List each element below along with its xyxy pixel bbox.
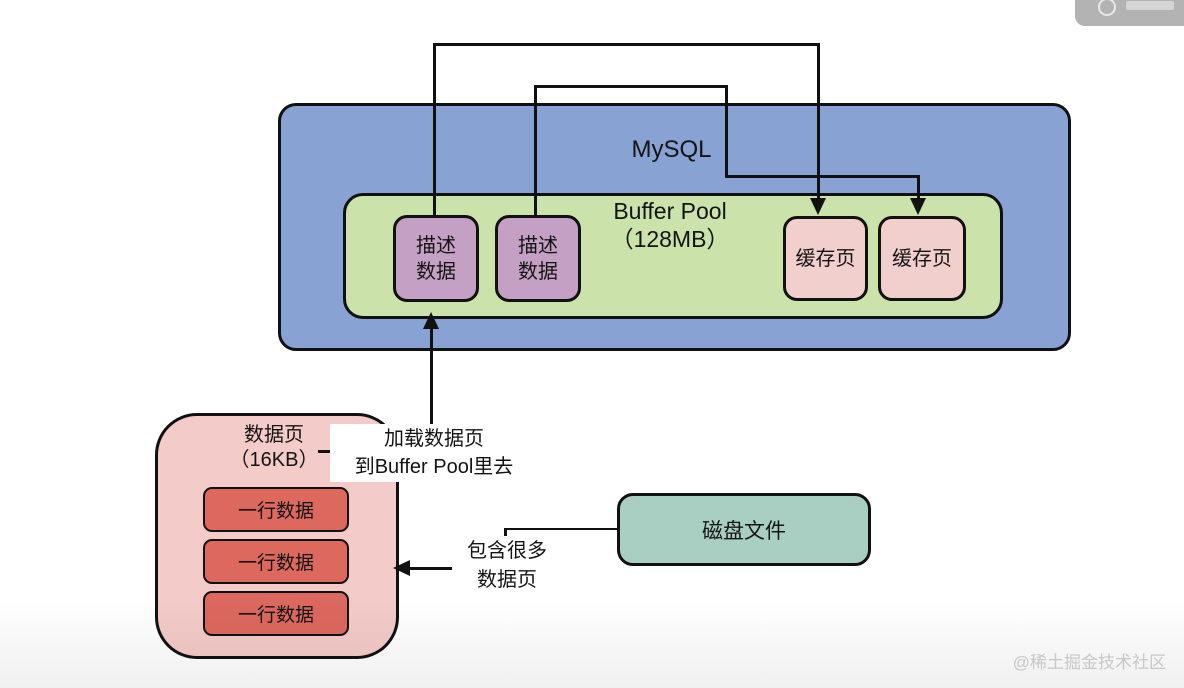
- watermark-text: @稀土掘金技术社区: [1012, 653, 1166, 672]
- cache-page-block-1: 缓存页: [783, 216, 868, 301]
- connector-disk-across1: [505, 527, 617, 530]
- data-row-1: 一行数据: [203, 487, 349, 532]
- label-contains-many-pages: 包含很多 数据页: [452, 536, 562, 596]
- mysql-title: MySQL: [631, 136, 712, 163]
- connector-describe1-down: [817, 43, 820, 200]
- connector-disk-across2: [397, 567, 505, 570]
- arrowhead-into-cache1: [810, 198, 826, 215]
- top-right-badge: [1075, 0, 1184, 26]
- arrowhead-into-data-page: [393, 560, 410, 576]
- connector-describe2-down1: [725, 85, 728, 177]
- data-page-title: 数据页 （16KB）: [229, 424, 319, 471]
- connector-describe2-across2: [725, 175, 919, 178]
- connector-load-vertical: [430, 327, 433, 424]
- arrowhead-into-buffer-pool: [423, 312, 439, 329]
- connector-describe2-down2: [917, 175, 920, 200]
- dash-under-data-page-title: [318, 450, 333, 453]
- connector-describe1-across: [433, 43, 819, 46]
- arrowhead-into-cache2: [910, 198, 926, 215]
- data-row-2: 一行数据: [203, 539, 349, 584]
- connector-describe2-up: [534, 85, 537, 215]
- connector-describe1-up: [433, 43, 436, 215]
- describe-data-block-1: 描述 数据: [393, 215, 479, 302]
- data-row-3: 一行数据: [203, 591, 349, 636]
- describe-data-block-2: 描述 数据: [495, 215, 581, 302]
- label-load-to-buffer-pool: 加载数据页 到Buffer Pool里去: [330, 424, 538, 482]
- cache-page-block-2: 缓存页: [878, 216, 966, 301]
- buffer-pool-title: Buffer Pool （128MB）: [610, 198, 730, 252]
- badge-avatar-icon: [1098, 0, 1116, 16]
- disk-file-box: 磁盘文件: [617, 493, 871, 566]
- connector-describe2-across1: [534, 85, 727, 88]
- badge-text-placeholder: [1126, 1, 1174, 10]
